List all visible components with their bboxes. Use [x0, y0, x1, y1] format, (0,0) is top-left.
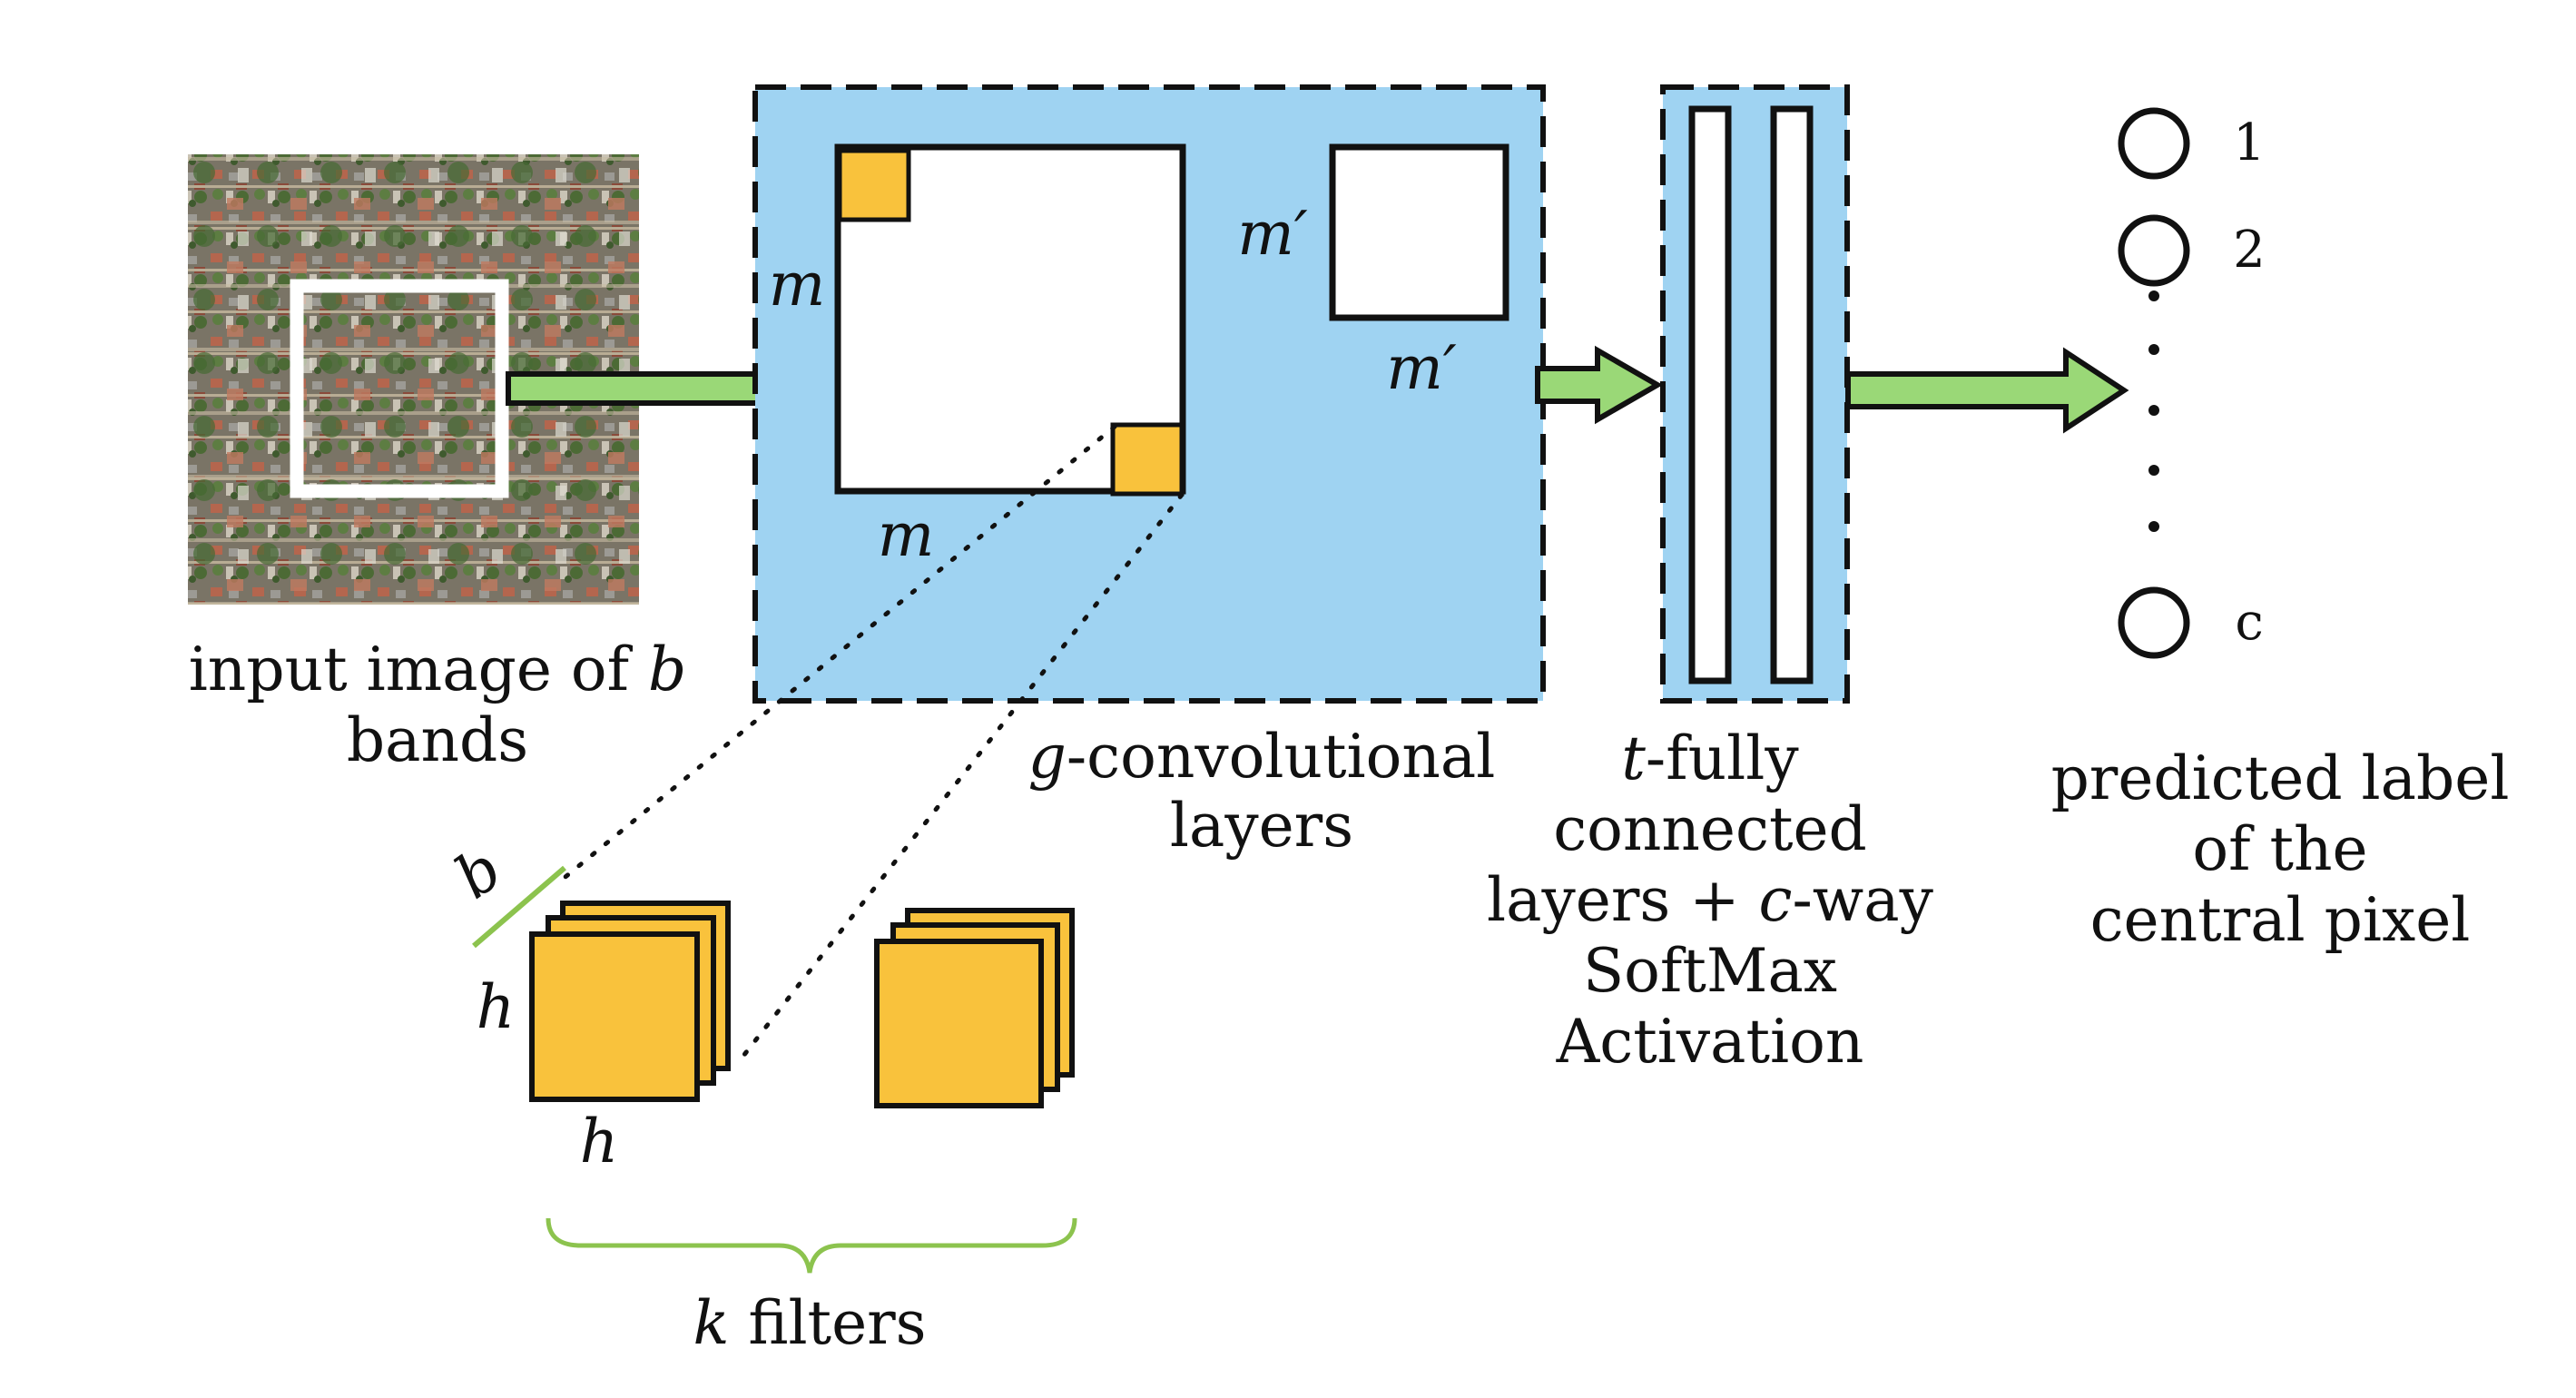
fc-label-line4: SoftMax: [1583, 936, 1837, 1006]
output-nodes: 1 2 c predicted label of the central pix…: [2051, 107, 2510, 955]
dim-m-prime-bottom: m′: [1386, 333, 1457, 403]
output-node-2: [2118, 214, 2190, 287]
output-label-line3: central pixel: [2090, 885, 2471, 955]
fc-layers-panel: t-fully connected layers + c-way SoftMax…: [1487, 84, 1934, 1077]
filter-patch-bottom-right: [1110, 422, 1185, 497]
feature-map-small: [1329, 143, 1509, 321]
filters-group: b h h k filters: [443, 833, 1077, 1358]
fc-label-line2: connected: [1553, 794, 1867, 864]
filter-patch-top-left: [837, 148, 911, 222]
input-label-line1: input image of b: [189, 635, 687, 704]
output-node-1: [2118, 107, 2190, 180]
ellipsis-dot-3: [2148, 405, 2159, 416]
conv-layers-panel: m m m′ m′ g-convolutional layers: [752, 84, 1546, 861]
fc-label-line3: layers + c-way: [1487, 865, 1934, 935]
ellipsis-dot-4: [2148, 465, 2159, 476]
dim-h-bottom: h: [580, 1107, 619, 1176]
fc-label-line5: Activation: [1556, 1007, 1864, 1077]
ellipsis-dot-2: [2148, 344, 2159, 355]
depth-b-line: [472, 865, 566, 949]
filters-label: k filters: [693, 1288, 926, 1358]
ellipsis-dot-5: [2148, 521, 2159, 532]
k-filters-brace: [546, 1217, 1077, 1274]
output-label-line1: predicted label: [2051, 743, 2510, 813]
conv-label-line2: layers: [1170, 791, 1353, 861]
output-label-line2: of the: [2192, 814, 2367, 884]
projection-line-1: [558, 424, 1117, 883]
input-patch-window: [290, 279, 509, 498]
fc-layer-bar-1: [1688, 105, 1732, 684]
output-node-1-label: 1: [2233, 113, 2266, 172]
arrow-fc-to-output: [1845, 347, 2129, 434]
fc-label-line1: t-fully: [1621, 724, 1799, 793]
filter-stack2-front: [874, 939, 1044, 1108]
projection-line-2: [734, 492, 1185, 1067]
conv-label-line1: g-convolutional: [1028, 722, 1496, 792]
dim-b: b: [443, 833, 515, 912]
fc-layer-bar-2: [1770, 105, 1814, 684]
dim-m-bottom: m: [878, 500, 935, 570]
dim-h-left: h: [477, 972, 516, 1042]
output-node-2-label: 2: [2233, 221, 2266, 280]
filter-stack1-front: [529, 931, 700, 1102]
dim-m-prime-left: m′: [1237, 199, 1308, 269]
dim-m-left: m: [769, 250, 826, 320]
output-node-c: [2118, 586, 2190, 659]
arrow-conv-to-fc: [1535, 345, 1664, 425]
output-node-c-label: c: [2235, 593, 2263, 652]
ellipsis-dot-1: [2148, 290, 2159, 301]
input-image-group: input image of b bands: [188, 154, 686, 775]
input-label-line2: bands: [347, 705, 528, 775]
